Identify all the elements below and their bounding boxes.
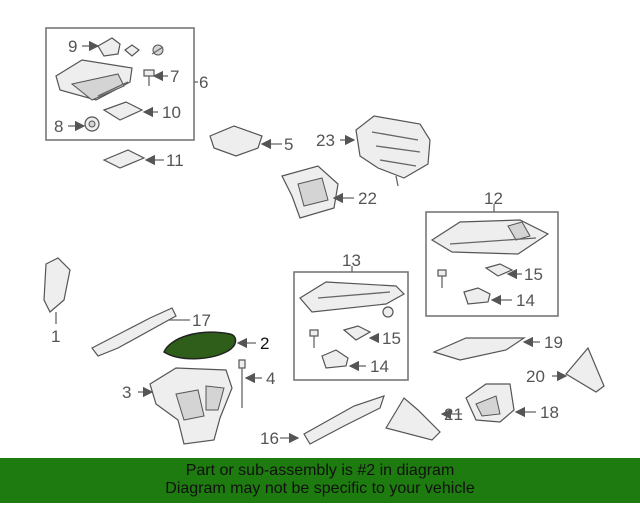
part-screw-13 bbox=[309, 329, 319, 348]
callout-3: 3 bbox=[122, 383, 131, 402]
part-13-panel bbox=[299, 281, 405, 313]
leader-lines bbox=[55, 40, 568, 444]
callout-5: 5 bbox=[284, 135, 293, 154]
part-fastener bbox=[124, 44, 164, 57]
info-banner: Part or sub-assembly is #2 in diagram Di… bbox=[0, 458, 640, 503]
callout-16: 16 bbox=[260, 429, 279, 448]
callout-19: 19 bbox=[544, 333, 563, 352]
part-16-trim bbox=[303, 395, 385, 445]
callout-15b: 15 bbox=[382, 329, 401, 348]
callout-10: 10 bbox=[162, 103, 181, 122]
part-2-highlighted bbox=[163, 331, 237, 360]
part-14-clip-a bbox=[463, 287, 491, 305]
part-15-pad-b bbox=[342, 325, 372, 341]
part-bolt-13 bbox=[382, 306, 394, 318]
callout-14b: 14 bbox=[370, 357, 389, 376]
part-11-mat bbox=[102, 149, 146, 169]
part-7-screw bbox=[143, 69, 155, 86]
part-5-lid bbox=[209, 125, 263, 157]
callout-6: 6 bbox=[199, 73, 208, 92]
callout-9: 9 bbox=[68, 37, 77, 56]
callout-1: 1 bbox=[51, 327, 60, 346]
part-12-panel bbox=[430, 219, 550, 255]
callout-18: 18 bbox=[540, 403, 559, 422]
part-14-clip-b bbox=[321, 349, 349, 369]
part-17-rail bbox=[91, 307, 177, 357]
callout-4: 4 bbox=[266, 369, 275, 388]
callout-11: 11 bbox=[166, 151, 184, 170]
callout-2: 2 bbox=[260, 334, 269, 353]
callout-13: 13 bbox=[342, 251, 361, 270]
callout-7: 7 bbox=[170, 67, 179, 86]
callout-17: 17 bbox=[192, 311, 211, 330]
part-21-trim bbox=[385, 397, 441, 441]
callout-20: 20 bbox=[526, 367, 545, 386]
callout-labels: 9 7 6 8 10 11 5 23 22 12 15 14 13 15 14 … bbox=[51, 37, 563, 448]
part-19-tray bbox=[432, 337, 526, 361]
part-3-console bbox=[149, 367, 233, 445]
banner-line-2: Diagram may not be specific to your vehi… bbox=[165, 480, 475, 497]
callout-14a: 14 bbox=[516, 291, 535, 310]
group-box-12 bbox=[425, 211, 559, 317]
part-storage-tray bbox=[55, 59, 133, 101]
part-8-bolt bbox=[84, 116, 100, 132]
part-23-bracket bbox=[355, 115, 431, 187]
callout-8: 8 bbox=[54, 117, 63, 136]
callout-12: 12 bbox=[484, 189, 503, 208]
part-22-bracket bbox=[281, 165, 339, 219]
part-18-cover bbox=[465, 383, 515, 423]
part-20-trim bbox=[565, 346, 605, 393]
callout-23: 23 bbox=[316, 131, 335, 150]
group-box-13 bbox=[293, 271, 409, 381]
callout-21: 21 bbox=[444, 405, 463, 424]
part-1-trim bbox=[43, 257, 71, 313]
callout-22: 22 bbox=[358, 189, 377, 208]
part-9-clip bbox=[97, 37, 121, 57]
part-10-pad bbox=[102, 101, 144, 121]
parts-diagram: 9 7 6 8 10 11 5 23 22 12 15 14 13 15 14 … bbox=[43, 27, 605, 448]
part-4-bolt bbox=[238, 359, 246, 408]
banner-line-1: Part or sub-assembly is #2 in diagram bbox=[185, 462, 455, 479]
group-box-6 bbox=[45, 27, 195, 141]
part-screw-12 bbox=[437, 269, 447, 288]
callout-15a: 15 bbox=[524, 265, 543, 284]
